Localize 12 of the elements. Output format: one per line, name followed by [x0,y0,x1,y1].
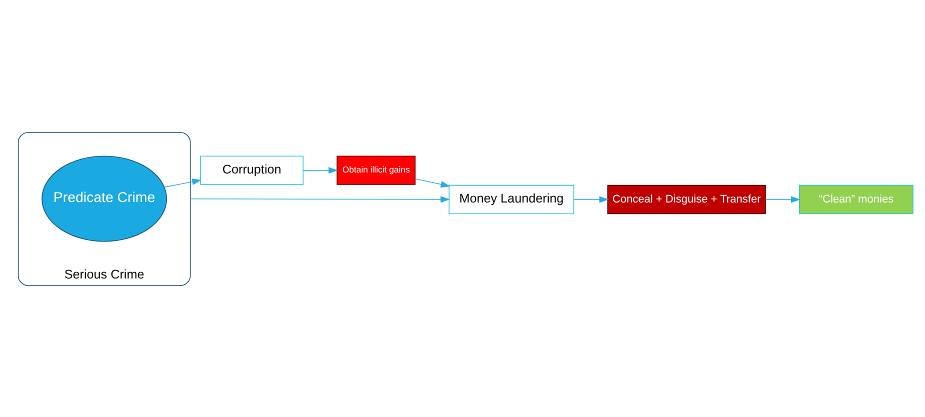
node-ellipse: Predicate Crime [42,155,168,242]
node-box: Money Laundering [448,184,574,214]
arrow [164,178,202,188]
arrow [574,196,609,202]
arrow [765,196,800,202]
node-box: Corruption [200,155,304,184]
node-box: Conceal + Disguise + Transfer [607,184,766,214]
node-box: “Clean” monies [799,184,914,214]
node-box: Obtain illicit gains [336,155,416,184]
arrow [414,178,450,188]
arrow [190,196,450,202]
arrow [302,166,338,174]
